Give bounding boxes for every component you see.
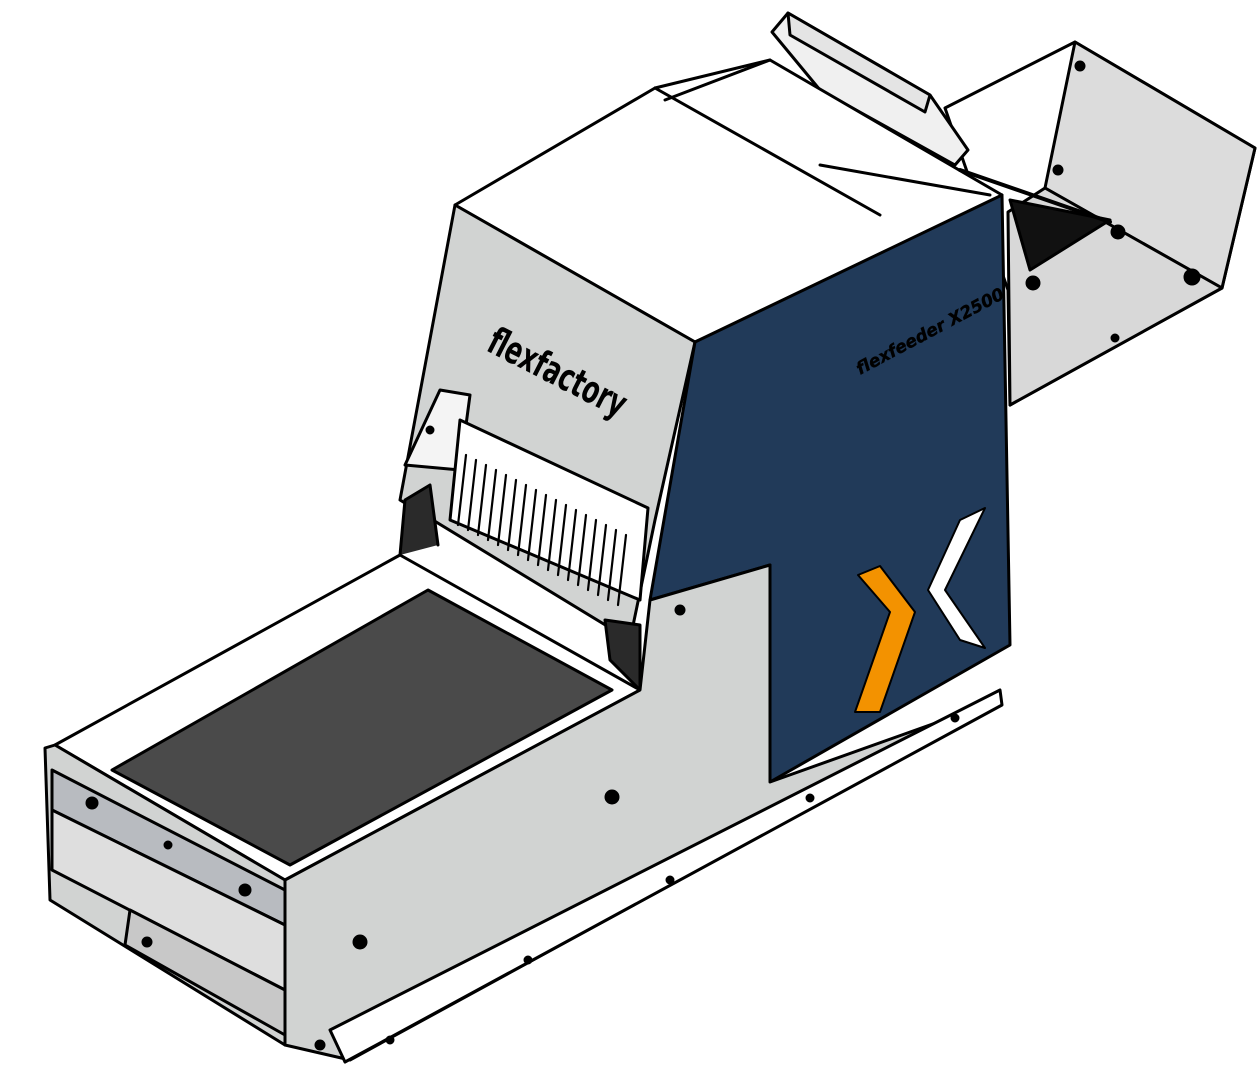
conveyor-side-panel xyxy=(283,563,1004,1064)
hopper-tray xyxy=(943,40,1257,407)
chevron-logo-mark xyxy=(854,507,986,713)
conveyor-bed xyxy=(53,483,642,882)
front-panel xyxy=(398,203,697,642)
conveyor-front-end xyxy=(43,743,326,1051)
rake-comb xyxy=(456,453,628,607)
